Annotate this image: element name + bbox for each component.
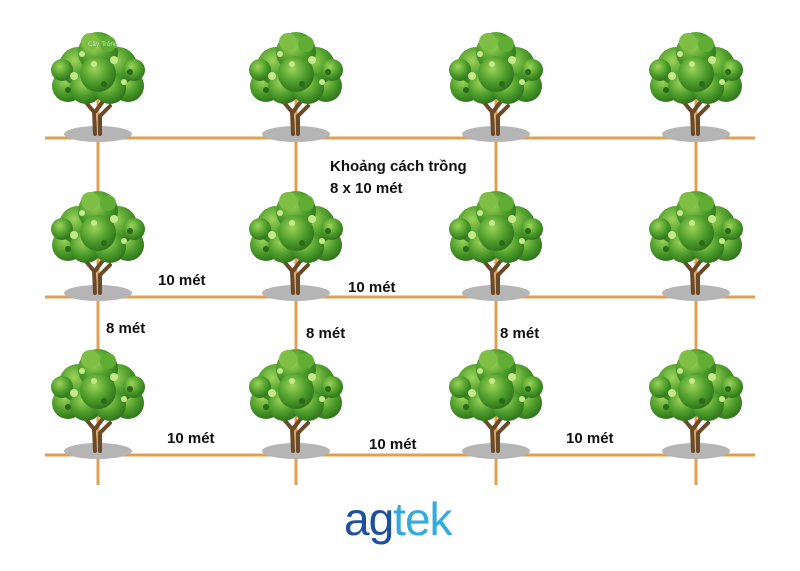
tree-r2-c4 [647, 189, 745, 303]
watermark-text: Cây Trồng [88, 40, 118, 48]
grid-lines [45, 40, 755, 485]
spacing-label-vertical-1: 8 mét [106, 320, 145, 337]
tree-r1-c1 [49, 30, 147, 144]
spacing-label-vertical-2: 8 mét [306, 325, 345, 342]
tree-r2-c3 [447, 189, 545, 303]
tree-r3-c3 [447, 347, 545, 461]
tree-r2-c1 [49, 189, 147, 303]
spacing-label-row2-col2: 10 mét [348, 279, 396, 296]
spacing-label-vertical-3: 8 mét [500, 325, 539, 342]
tree-r1-c3 [447, 30, 545, 144]
tree-r3-c2 [247, 347, 345, 461]
tree-r1-c2 [247, 30, 345, 144]
svg-text:agtek: agtek [344, 493, 454, 545]
spacing-title-line1: Khoảng cách trồng [330, 158, 467, 175]
spacing-label-row3-col1: 10 mét [167, 430, 215, 447]
tree-r2-c2 [247, 189, 345, 303]
tree-r3-c4 [647, 347, 745, 461]
tree-r3-c1 [49, 347, 147, 461]
agtek-logo: agtek [344, 493, 455, 545]
logo-part-ag: ag [344, 493, 393, 545]
spacing-label-row3-col2: 10 mét [369, 436, 417, 453]
spacing-label-row2-col1: 10 mét [158, 272, 206, 289]
spacing-label-row3-col3: 10 mét [566, 430, 614, 447]
spacing-title-line2: 8 x 10 mét [330, 180, 403, 197]
tree-grid [49, 30, 745, 461]
logo-part-tek: tek [393, 493, 453, 545]
tree-r1-c4 [647, 30, 745, 144]
